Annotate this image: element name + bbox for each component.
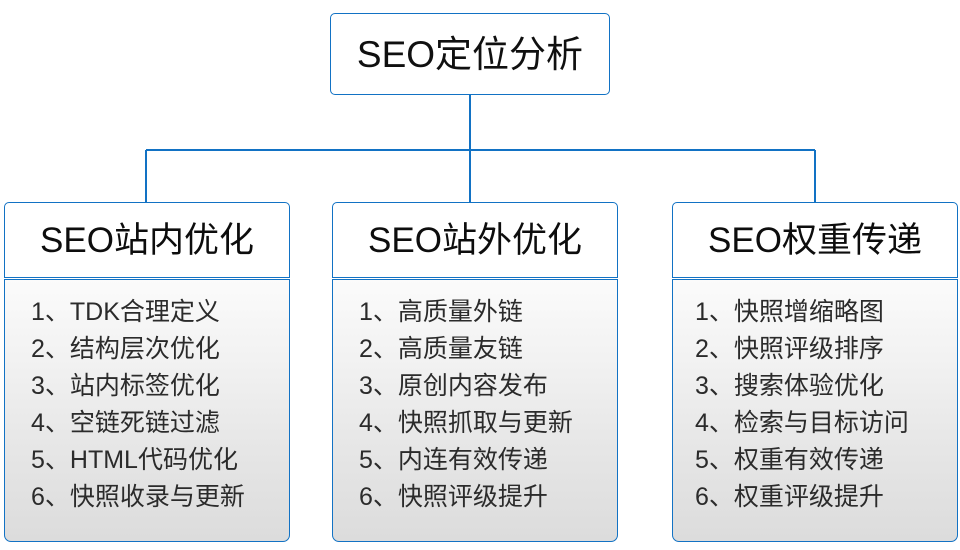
list-item: 2、高质量友链 <box>359 335 523 363</box>
branch-item-list: 1、快照增缩略图 2、快照评级排序 3、搜索体验优化 4、检索与目标访问 5、权… <box>673 294 909 516</box>
branch-column-onsite: SEO站内优化 1、TDK合理定义 2、结构层次优化 3、站内标签优化 4、空链… <box>4 202 290 542</box>
root-node[interactable]: SEO定位分析 <box>330 13 610 95</box>
list-item: 5、内连有效传递 <box>359 446 548 474</box>
branch-body-offsite: 1、高质量外链 2、高质量友链 3、原创内容发布 4、快照抓取与更新 5、内连有… <box>332 279 618 542</box>
list-item: 4、空链死链过滤 <box>31 409 220 437</box>
list-item: 6、权重评级提升 <box>695 483 884 511</box>
list-item: 5、权重有效传递 <box>695 446 884 474</box>
branch-header-offsite[interactable]: SEO站外优化 <box>332 202 618 278</box>
list-item: 3、原创内容发布 <box>359 372 548 400</box>
list-item: 3、搜索体验优化 <box>695 372 884 400</box>
branch-header-weight[interactable]: SEO权重传递 <box>672 202 958 278</box>
root-node-label: SEO定位分析 <box>356 33 584 75</box>
branch-header-onsite[interactable]: SEO站内优化 <box>4 202 290 278</box>
list-item: 1、TDK合理定义 <box>31 298 220 326</box>
list-item: 6、快照收录与更新 <box>31 483 245 511</box>
branch-header-label: SEO权重传递 <box>708 220 922 260</box>
list-item: 4、检索与目标访问 <box>695 409 909 437</box>
branch-header-label: SEO站内优化 <box>40 220 254 260</box>
list-item: 1、快照增缩略图 <box>695 298 884 326</box>
branch-item-list: 1、TDK合理定义 2、结构层次优化 3、站内标签优化 4、空链死链过滤 5、H… <box>5 294 245 516</box>
list-item: 2、快照评级排序 <box>695 335 884 363</box>
list-item: 5、HTML代码优化 <box>31 446 238 474</box>
branch-body-onsite: 1、TDK合理定义 2、结构层次优化 3、站内标签优化 4、空链死链过滤 5、H… <box>4 279 290 542</box>
list-item: 6、快照评级提升 <box>359 483 548 511</box>
branch-body-weight: 1、快照增缩略图 2、快照评级排序 3、搜索体验优化 4、检索与目标访问 5、权… <box>672 279 958 542</box>
branch-item-list: 1、高质量外链 2、高质量友链 3、原创内容发布 4、快照抓取与更新 5、内连有… <box>333 294 573 516</box>
list-item: 2、结构层次优化 <box>31 335 220 363</box>
list-item: 4、快照抓取与更新 <box>359 409 573 437</box>
list-item: 1、高质量外链 <box>359 298 523 326</box>
list-item: 3、站内标签优化 <box>31 372 220 400</box>
branch-header-label: SEO站外优化 <box>368 220 582 260</box>
branch-column-offsite: SEO站外优化 1、高质量外链 2、高质量友链 3、原创内容发布 4、快照抓取与… <box>332 202 618 542</box>
branch-column-weight: SEO权重传递 1、快照增缩略图 2、快照评级排序 3、搜索体验优化 4、检索与… <box>672 202 958 542</box>
